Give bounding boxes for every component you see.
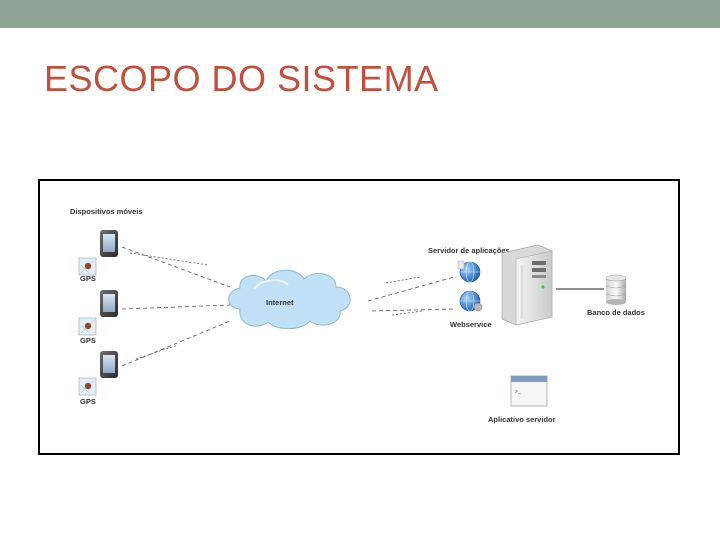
globe-icon xyxy=(459,290,483,312)
webservice-label: Webservice xyxy=(450,320,492,329)
phone-cloud-links xyxy=(121,246,231,367)
app-server-client-label: Aplicativo servidor xyxy=(488,415,556,424)
terminal-prompt: >_ xyxy=(515,389,522,395)
gps-label: GPS xyxy=(80,397,96,406)
diagram-frame: Dispositivos móveis GPS GPS xyxy=(38,179,680,455)
database-icon xyxy=(605,274,627,305)
gps-label: GPS xyxy=(80,274,96,283)
cloud-server-links xyxy=(367,276,455,316)
cloud-label: Internet xyxy=(266,298,294,307)
mobile-devices-label: Dispositivos móveis xyxy=(70,207,143,216)
smartphone-icon xyxy=(100,290,118,317)
database-label: Banco de dados xyxy=(587,308,645,317)
smartphone-icon xyxy=(100,351,118,378)
gps-label: GPS xyxy=(80,336,96,345)
gps-icon xyxy=(78,377,97,396)
app-server-label: Servidor de aplicações xyxy=(428,246,510,255)
gps-icon xyxy=(78,257,97,276)
slide-title: ESCOPO DO SISTEMA xyxy=(44,58,439,99)
server-icon xyxy=(501,244,553,326)
top-bar xyxy=(0,0,720,28)
smartphone-icon xyxy=(100,230,118,257)
system-diagram: Dispositivos móveis GPS GPS xyxy=(70,207,645,424)
cloud-icon xyxy=(228,269,351,330)
gps-icon xyxy=(78,317,97,336)
app-window-icon: >_ xyxy=(510,375,548,407)
globe-icon xyxy=(457,260,481,283)
